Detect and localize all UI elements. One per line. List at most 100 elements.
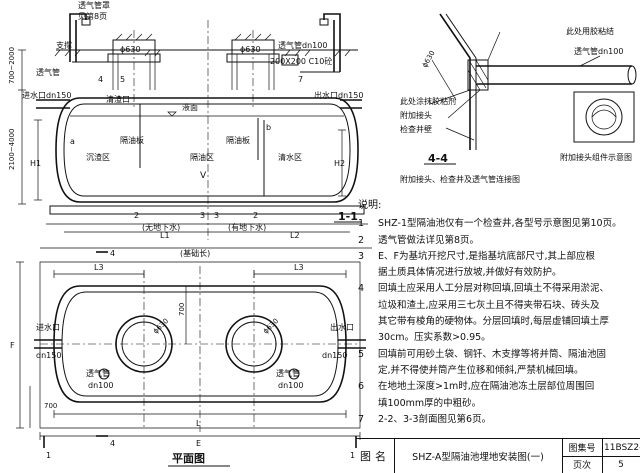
l-bottom-label: L	[196, 419, 201, 428]
plan-vent-left: 透气管	[86, 368, 110, 378]
mark-4-section: 4	[98, 75, 103, 84]
plan-view: L3 L3 700 700 ϕ630 ϕ630 进水口 dn150 出水口 dn…	[10, 249, 366, 467]
detail-view: 此处用胶粘结 ϕ630 透气管dn100 此处涂抹胶粘剂 附加接头 检查井壁 4…	[400, 13, 637, 184]
atlas-label: 图集号	[562, 439, 603, 457]
base-length-label: (基础长)	[180, 248, 210, 258]
plan-vent-right: 透气管	[276, 368, 300, 378]
vent-cap-label: 透气管罩	[78, 0, 110, 10]
h1-label: H1	[30, 159, 41, 168]
detail-caption: 附加接头、检查井及透气管连接图	[400, 174, 520, 184]
note-item: 2 透气管做法详见第8页。	[358, 233, 636, 249]
l2-label: L2	[290, 231, 300, 240]
well-wall-label: 检查井壁	[400, 124, 432, 134]
note-text: 在地地土深度>1m时,应在隔油池冻土层部位周围回 填100mm厚的中粗砂。	[378, 381, 595, 409]
note-number: 6	[358, 381, 365, 393]
mark-2-section: 2	[134, 211, 139, 220]
l3-right-label: L3	[294, 263, 304, 272]
mark-2b-section: 2	[253, 211, 258, 220]
note-text: 2-2、3-3剖面图见第6页。	[378, 413, 492, 425]
detail-dia: ϕ630	[421, 49, 437, 69]
note-item: 1 SHZ-1型隔油池仅有一个检查井,各型号示意图见第10页。	[358, 216, 636, 232]
vent-pipe-left-label: 透气管	[36, 67, 60, 77]
notes-section: 说明: 1 SHZ-1型隔油池仅有一个检查井,各型号示意图见第10页。 2 透气管做法…	[358, 198, 636, 428]
f-label: F	[10, 341, 15, 350]
plan-outlet-label: 出水口	[330, 322, 354, 332]
e-label: E	[196, 439, 201, 448]
page-number: 5	[618, 459, 624, 470]
no-groundwater-label: (无地下水)	[142, 222, 180, 232]
plan-vent-left-size: dn100	[88, 381, 113, 390]
inlet-pipe-label: 进水口dn150	[22, 90, 71, 100]
l1-label: L1	[160, 231, 170, 240]
note-number: 1	[358, 218, 365, 230]
notes-list: 1 SHZ-1型隔油池仅有一个检查井,各型号示意图见第10页。 2 透气管做法详见第8…	[358, 216, 636, 428]
h2-label: H2	[334, 159, 345, 168]
plan-dia-right: ϕ630	[262, 317, 280, 335]
section-mark-4: 4	[110, 249, 115, 258]
zone-clear: 清水区	[278, 152, 302, 162]
note-number: 5	[358, 348, 365, 360]
page-label: 页次	[562, 456, 603, 473]
plan-outlet-size: dn150	[322, 351, 347, 360]
outlet-pipe-label: 出水口dn150	[314, 90, 363, 100]
note-number: 4	[358, 283, 365, 295]
note-text: E、F为基坑开挖尺寸,是指基坑底部尺寸,其上部应根 据土质具体情况进行放坡,并做…	[378, 250, 596, 279]
detail-view-name: 4-4	[428, 152, 448, 165]
zone-sediment: 沉渣区	[86, 152, 110, 162]
note-item: 5 回填前可用砂土袋、钢钎、木支撑等将并筒、隔油池固 定,并不得使并筒产生位移和倾…	[358, 347, 636, 380]
dim-cover-depth: 700~2000	[8, 47, 16, 84]
plan-inlet-label: 进水口	[36, 322, 60, 332]
sediment-port-label: 清渣口	[106, 94, 130, 104]
note-number: 3	[358, 250, 365, 262]
section-mark-1b: 1	[350, 451, 355, 460]
note-text: 回填土应采用人工分层对称回填,回填土不得采用淤泥、 垃圾和渣土,应采用三七灰土且…	[378, 283, 610, 344]
plan-dia-left: ϕ630	[152, 317, 170, 335]
plan-vent-right-size: dn100	[278, 381, 303, 390]
mark-3b-section: 3	[214, 211, 219, 220]
note-item: 3 E、F为基坑开挖尺寸,是指基坑底部尺寸,其上部应根 据土质具体情况进行放坡,并…	[358, 249, 636, 282]
plan-inlet-size: dn150	[36, 351, 61, 360]
drawing-name: SHZ-A型隔油池埋地安装图(一)	[394, 439, 563, 473]
title-block-name-label: 图名	[356, 439, 395, 473]
bracket-label: 支撑	[56, 40, 72, 50]
notes-title: 说明:	[358, 200, 382, 211]
partition-label-2: 隔油板	[226, 135, 250, 145]
detail-vent-pipe: 透气管dn100	[574, 46, 623, 56]
mark-5-section: 5	[120, 75, 125, 84]
liquid-level-label: 液面	[182, 102, 198, 112]
title-block: 图名 SHZ-A型隔油池埋地安装图(一) 图集号 11BSZ2- 页次 5	[356, 438, 640, 473]
zone-oil: 隔油区	[190, 152, 214, 162]
fitting-caption: 附加接头组件示意图	[560, 152, 632, 162]
note-item: 7 2-2、3-3剖面图见第6页。	[358, 412, 636, 428]
vol-symbol: V	[200, 171, 207, 181]
section-mark-1: 1	[46, 451, 51, 460]
note-number: 2	[358, 234, 365, 246]
mark-7-section: 7	[298, 75, 303, 84]
b-label: b	[266, 123, 271, 132]
atlas-number: 11BSZ2-	[602, 439, 640, 457]
manhole-dia-1: ϕ630	[120, 45, 141, 54]
note-text: 透气管做法详见第8页。	[378, 234, 480, 246]
groundwater-label: (有地下水)	[228, 222, 266, 232]
glue-label: 此处用胶粘结	[566, 26, 614, 36]
note-text: SHZ-1型隔油池仅有一个检查井,各型号示意图见第10页。	[378, 218, 622, 230]
section-mark-4b: 4	[110, 439, 115, 448]
concrete-base-label: 200X200 C10砼	[270, 56, 332, 66]
dim-700-left: 700	[44, 402, 57, 410]
dim-height: 2100~4000	[8, 129, 16, 171]
l3-left-label: L3	[94, 263, 104, 272]
glue-coat-label: 此处涂抹胶粘剂	[400, 96, 456, 106]
dim-700-top: 700	[178, 303, 186, 316]
vent-cap-ref: 见第8页	[78, 11, 107, 21]
section-view-name: 1-1	[338, 210, 358, 223]
section-view: 透气管罩 见第8页 支撑 透气管 透气管dn100 ϕ630 ϕ630 200X…	[8, 0, 372, 258]
partition-label-1: 隔油板	[120, 135, 144, 145]
mark-3-section: 3	[200, 211, 205, 220]
vent-pipe-right-label: 透气管dn100	[278, 40, 327, 50]
note-text: 回填前可用砂土袋、钢钎、木支撑等将并筒、隔油池固 定,并不得使并筒产生位移和倾斜…	[378, 348, 607, 376]
note-item: 6 在地地土深度>1m时,应在隔油池冻土层部位周围回 填100mm厚的中粗砂。	[358, 379, 636, 412]
a-label: a	[70, 137, 75, 146]
note-number: 7	[358, 413, 365, 425]
plan-view-title: 平面图	[172, 452, 205, 465]
